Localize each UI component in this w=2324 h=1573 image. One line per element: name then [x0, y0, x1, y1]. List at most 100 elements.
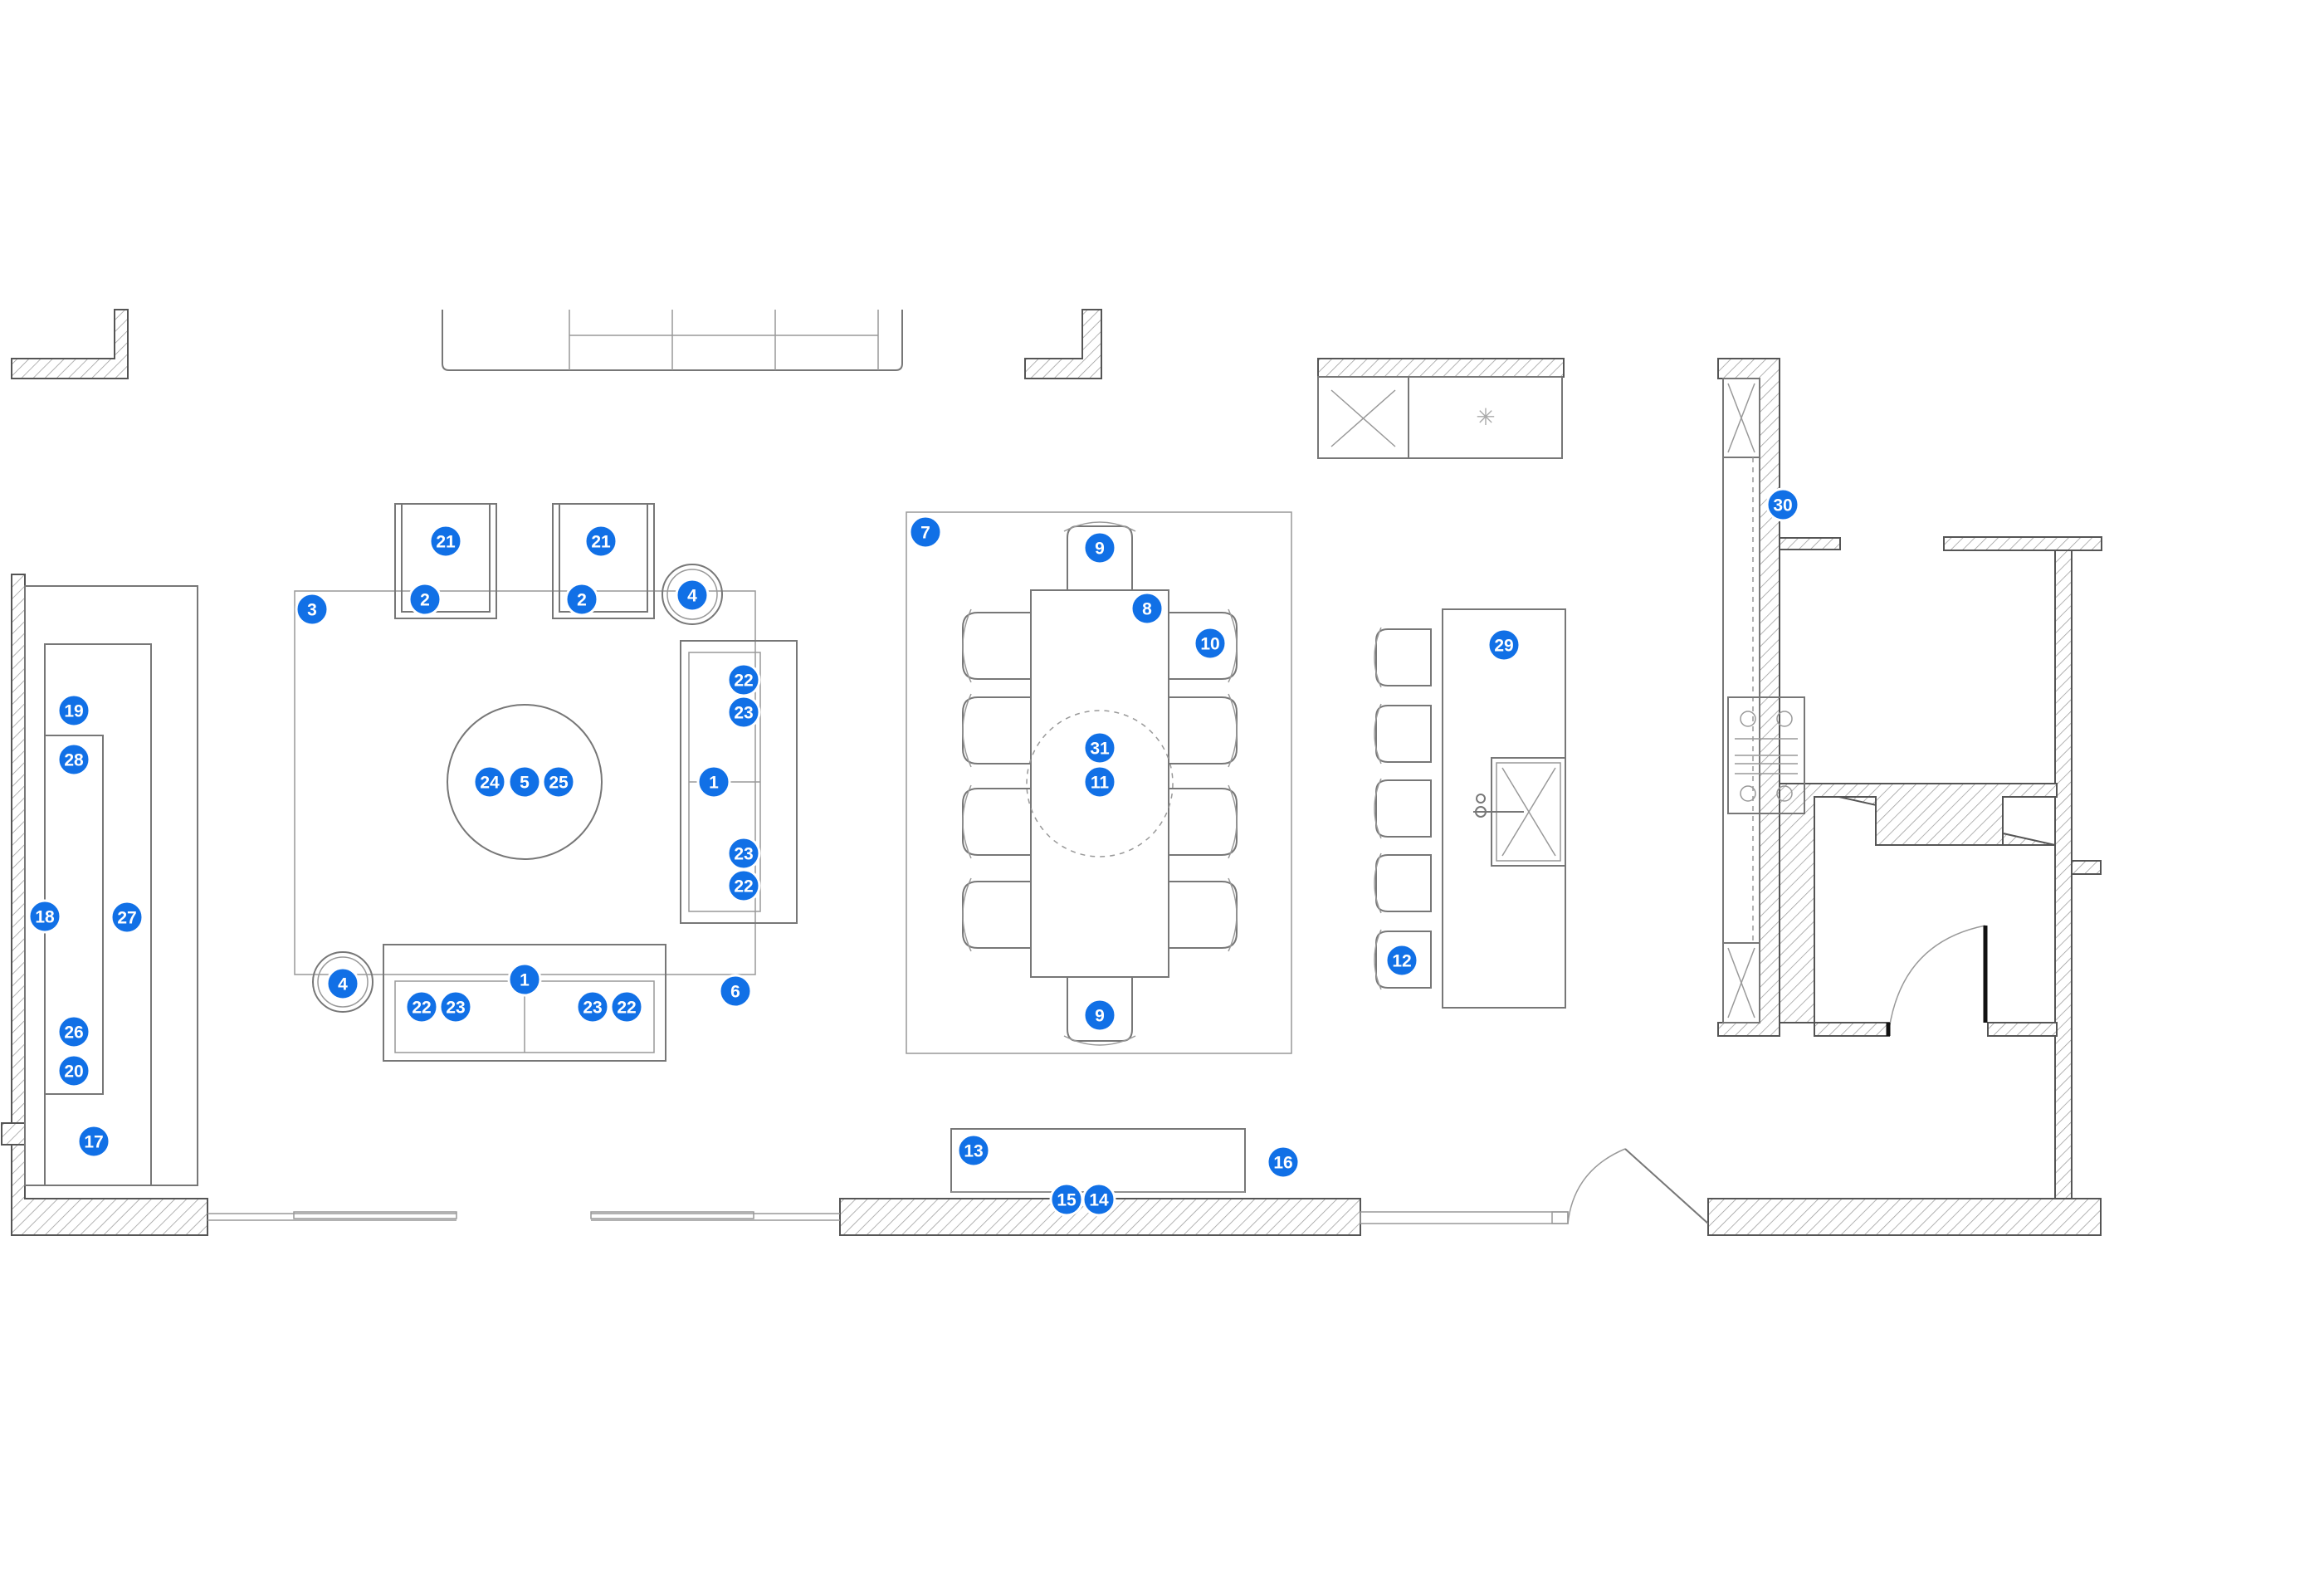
- marker-4[interactable]: 4: [675, 578, 710, 613]
- marker-label: 19: [64, 702, 83, 721]
- side-table-top: [662, 564, 723, 625]
- marker-circle: [472, 765, 507, 799]
- marker-1[interactable]: 1: [696, 765, 731, 799]
- marker-9[interactable]: 9: [1082, 530, 1117, 565]
- wall-left: [11, 574, 26, 1124]
- marker-2[interactable]: 2: [564, 582, 599, 617]
- sofa-right: [680, 640, 798, 924]
- marker-20[interactable]: 20: [56, 1053, 91, 1088]
- marker-22[interactable]: 22: [609, 989, 644, 1024]
- marker-5[interactable]: 5: [507, 765, 542, 799]
- marker-circle: [726, 695, 761, 730]
- bar-stool-4: [1375, 854, 1432, 912]
- kitchen-top-units: ✳: [1317, 376, 1563, 459]
- marker-17[interactable]: 17: [76, 1124, 111, 1159]
- top-bench: [442, 310, 903, 371]
- marker-23[interactable]: 23: [575, 989, 610, 1024]
- bar-stool-2: [1375, 705, 1432, 763]
- marker-23[interactable]: 23: [438, 989, 473, 1024]
- walls: [1, 309, 2102, 1236]
- marker-13[interactable]: 13: [956, 1133, 991, 1168]
- marker-label: 23: [734, 845, 753, 864]
- dining-rug: [906, 511, 1292, 1054]
- marker-label: 23: [583, 999, 602, 1018]
- wall-utility-right: [2054, 549, 2073, 1199]
- marker-circle: [428, 524, 463, 559]
- marker-9[interactable]: 9: [1082, 998, 1117, 1033]
- marker-21[interactable]: 21: [583, 524, 618, 559]
- marker-circle: [507, 765, 542, 799]
- marker-circle: [1193, 626, 1228, 661]
- marker-label: 17: [84, 1133, 103, 1152]
- marker-label: 9: [1095, 540, 1105, 559]
- marker-10[interactable]: 10: [1193, 626, 1228, 661]
- wall-corridor-band: [1779, 783, 2058, 1023]
- marker-18[interactable]: 18: [27, 899, 62, 934]
- side-table-bottom: [312, 951, 374, 1013]
- marker-30[interactable]: 30: [1765, 487, 1800, 522]
- marker-label: 5: [520, 774, 530, 793]
- marker-19[interactable]: 19: [56, 693, 91, 728]
- marker-4[interactable]: 4: [325, 966, 360, 1001]
- marker-15[interactable]: 15: [1049, 1182, 1084, 1217]
- marker-22[interactable]: 22: [726, 662, 761, 697]
- marker-label: 11: [1091, 774, 1110, 793]
- marker-2[interactable]: 2: [408, 582, 442, 617]
- marker-14[interactable]: 14: [1081, 1182, 1116, 1217]
- marker-circle: [404, 989, 439, 1024]
- wall-kitchen-top: [1317, 358, 1565, 378]
- marker-22[interactable]: 22: [404, 989, 439, 1024]
- kitchen-column: [1722, 378, 1805, 1023]
- marker-3[interactable]: 3: [295, 592, 330, 627]
- sofa-bottom: [383, 944, 666, 1062]
- marker-label: 12: [1392, 952, 1411, 971]
- marker-circle: [507, 962, 542, 997]
- wall-top-left: [11, 309, 129, 379]
- dining-side-chairs: [962, 608, 1238, 952]
- entrance-door-leaf: [1624, 1148, 1709, 1224]
- wall-right-mid-stub: [2071, 860, 2102, 875]
- marker-circle: [696, 765, 731, 799]
- marker-26[interactable]: 26: [56, 1014, 91, 1049]
- marker-circle: [1130, 591, 1164, 626]
- wall-bottom-right: [1707, 1198, 2102, 1236]
- marker-circle: [726, 836, 761, 871]
- marker-8[interactable]: 8: [1130, 591, 1164, 626]
- marker-1[interactable]: 1: [507, 962, 542, 997]
- marker-circle: [56, 1014, 91, 1049]
- marker-label: 22: [734, 672, 753, 691]
- dining-chair-left-3: [962, 788, 1031, 856]
- marker-21[interactable]: 21: [428, 524, 463, 559]
- marker-label: 9: [1095, 1007, 1105, 1026]
- marker-label: 13: [964, 1142, 983, 1161]
- marker-16[interactable]: 16: [1266, 1145, 1301, 1180]
- marker-label: 22: [412, 999, 431, 1018]
- marker-24[interactable]: 24: [472, 765, 507, 799]
- marker-circle: [956, 1133, 991, 1168]
- marker-29[interactable]: 29: [1487, 628, 1521, 662]
- marker-23[interactable]: 23: [726, 695, 761, 730]
- entrance-door-swing: [1567, 1148, 1626, 1224]
- marker-7[interactable]: 7: [908, 515, 943, 550]
- marker-circle: [908, 515, 943, 550]
- marker-28[interactable]: 28: [56, 742, 91, 777]
- marker-31[interactable]: 31: [1082, 730, 1117, 765]
- marker-label: 24: [480, 774, 500, 793]
- marker-12[interactable]: 12: [1384, 943, 1419, 978]
- wall-utility-bottom: [1814, 1022, 1890, 1037]
- marker-23[interactable]: 23: [726, 836, 761, 871]
- marker-circle: [295, 592, 330, 627]
- marker-22[interactable]: 22: [726, 868, 761, 903]
- dining-chair-right-4: [1169, 881, 1238, 949]
- dining-chair-left-4: [962, 881, 1031, 949]
- marker-11[interactable]: 11: [1082, 765, 1117, 799]
- marker-circle: [56, 742, 91, 777]
- marker-27[interactable]: 27: [110, 900, 144, 935]
- marker-25[interactable]: 25: [541, 765, 576, 799]
- marker-circle: [110, 900, 144, 935]
- marker-label: 10: [1200, 635, 1219, 654]
- marker-label: 28: [64, 751, 84, 770]
- bar-stool-3: [1375, 779, 1432, 838]
- marker-label: 26: [64, 1023, 83, 1043]
- marker-6[interactable]: 6: [718, 974, 753, 1009]
